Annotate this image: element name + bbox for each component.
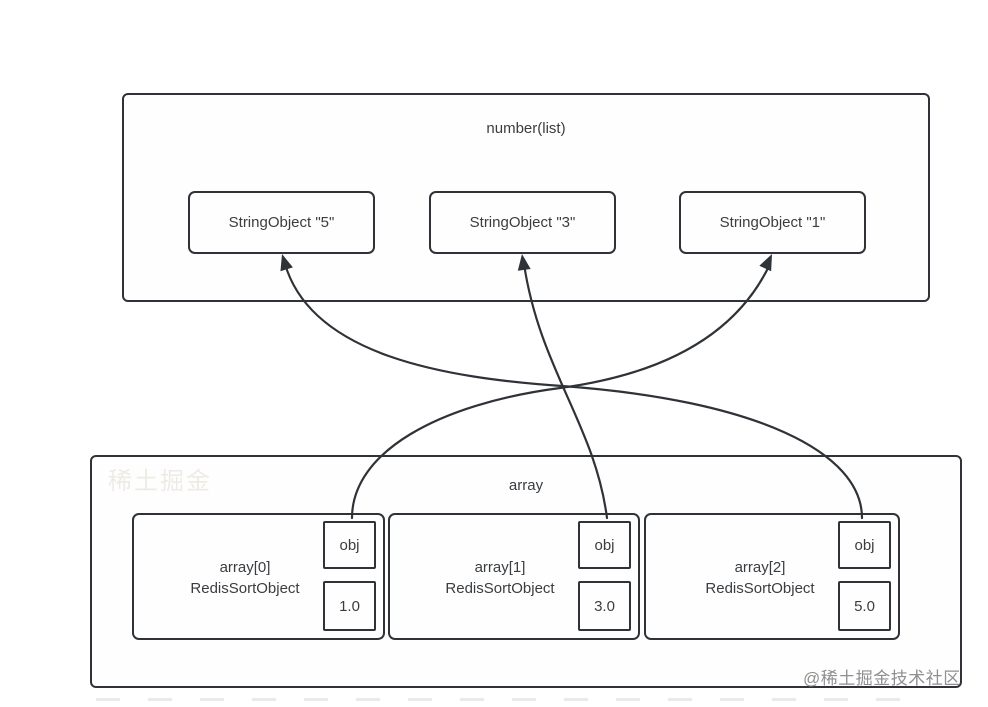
array-1-type-label: RedisSortObject <box>445 580 555 597</box>
array-group-box: 稀土掘金 array array[0] RedisSortObject obj … <box>90 455 962 688</box>
array-2-labels: array[2] RedisSortObject <box>680 557 840 599</box>
bottom-edge-artifact <box>96 698 900 701</box>
array-2-obj-label: obj <box>854 536 875 554</box>
array-2-score-cell: 5.0 <box>838 581 891 631</box>
array-1-obj-label: obj <box>594 536 615 554</box>
array-0-node: array[0] RedisSortObject obj 1.0 <box>132 513 385 640</box>
array-title: array <box>508 477 544 494</box>
array-0-index-label: array[0] <box>219 559 271 576</box>
array-0-score-cell: 1.0 <box>323 581 376 631</box>
array-1-obj-cell: obj <box>578 521 631 569</box>
string-object-3-node: StringObject "3" <box>429 191 616 254</box>
array-2-node: array[2] RedisSortObject obj 5.0 <box>644 513 900 640</box>
array-2-score-value: 5.0 <box>854 597 875 615</box>
string-object-1-label: StringObject "1" <box>719 214 826 231</box>
array-1-score-cell: 3.0 <box>578 581 631 631</box>
array-1-score-value: 3.0 <box>594 597 615 615</box>
array-0-obj-cell: obj <box>323 521 376 569</box>
array-2-index-label: array[2] <box>734 559 786 576</box>
array-1-node: array[1] RedisSortObject obj 3.0 <box>388 513 640 640</box>
string-object-3-label: StringObject "3" <box>469 214 576 231</box>
number-list-group-box: number(list) StringObject "5" StringObje… <box>122 93 930 302</box>
array-2-obj-cell: obj <box>838 521 891 569</box>
array-1-index-label: array[1] <box>474 559 526 576</box>
array-0-labels: array[0] RedisSortObject <box>165 557 325 599</box>
array-0-score-value: 1.0 <box>339 597 360 615</box>
array-2-type-label: RedisSortObject <box>705 580 815 597</box>
array-0-type-label: RedisSortObject <box>190 580 300 597</box>
string-object-5-node: StringObject "5" <box>188 191 375 254</box>
number-list-title: number(list) <box>486 120 566 137</box>
site-watermark: @稀土掘金技术社区 <box>803 669 961 688</box>
faint-ghost-watermark: 稀土掘金 <box>108 468 212 495</box>
array-0-obj-label: obj <box>339 536 360 554</box>
string-object-5-label: StringObject "5" <box>228 214 335 231</box>
string-object-1-node: StringObject "1" <box>679 191 866 254</box>
array-1-labels: array[1] RedisSortObject <box>420 557 580 599</box>
